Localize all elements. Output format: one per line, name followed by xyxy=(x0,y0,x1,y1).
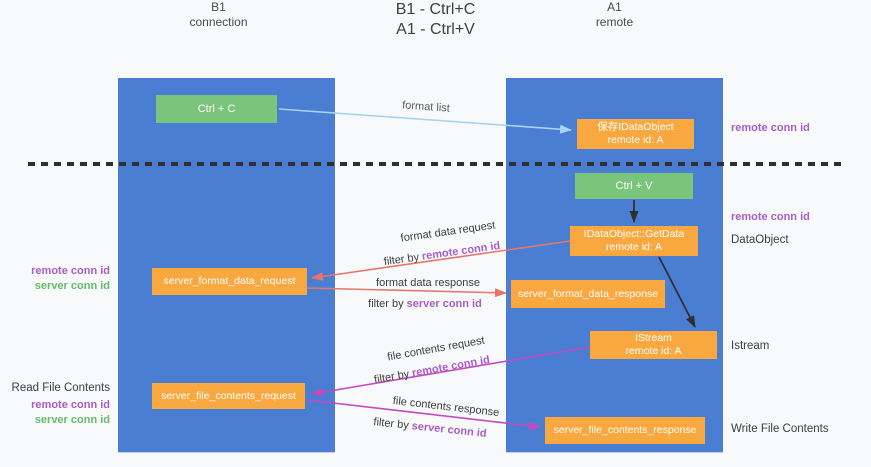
title-line-2: A1 - Ctrl+V xyxy=(396,21,475,38)
server-file-contents-request-label: server_file_contents_request xyxy=(161,389,296,402)
lifeline-b1-name: B1 xyxy=(211,0,226,14)
annotation-left-remote-conn-id-file: remote conn id xyxy=(31,399,110,411)
annotation-left-server-conn-id-file: server conn id xyxy=(34,414,110,426)
server-file-contents-response-box: server_file_contents_response xyxy=(545,417,705,444)
lifeline-a1-role: remote xyxy=(595,15,634,29)
filter-key-remote-conn-id: remote conn id xyxy=(421,239,501,263)
diagram-title: B1 - Ctrl+C A1 - Ctrl+V xyxy=(0,0,871,40)
server-file-contents-request-box: server_file_contents_request xyxy=(152,383,305,409)
file-contents-response-label: file contents response xyxy=(392,394,500,420)
istream-line2: remote id: A xyxy=(625,345,682,357)
filter-key-remote-conn-id: remote conn id xyxy=(411,353,491,380)
lifeline-a1-header: A1 remote xyxy=(506,0,723,30)
server-format-data-response-box: server_format_data_response xyxy=(511,280,665,308)
annotation-left-remote-conn-id-format: remote conn id xyxy=(31,265,110,277)
annotation-write-file-contents: Write File Contents xyxy=(731,423,829,435)
annotation-remote-conn-id-data-phase: remote conn id xyxy=(731,211,810,223)
phase-separator-line xyxy=(28,162,845,166)
idataobject-getdata-box: IDataObject::GetData remote id: A xyxy=(570,226,698,256)
annotation-dataobject: DataObject xyxy=(731,234,789,246)
annotation-remote-conn-id-format-phase: remote conn id xyxy=(731,122,810,134)
getdata-line1: IDataObject::GetData xyxy=(583,228,685,240)
format-data-response-label: format data response xyxy=(376,277,480,289)
save-dataobject-line2: remote id: A xyxy=(607,134,664,146)
lifeline-b1-header: B1 connection xyxy=(110,0,327,30)
ctrl-v-label: Ctrl + V xyxy=(615,179,653,192)
lifeline-b1-role: connection xyxy=(189,15,248,29)
filter-by-text: filter by xyxy=(372,416,410,432)
filter-by-text: filter by xyxy=(373,368,411,387)
istream-box: IStream remote id: A xyxy=(590,331,717,359)
save-dataobject-box: 保存IDataObject remote id: A xyxy=(577,119,694,149)
annotation-read-file-contents: Read File Contents xyxy=(11,382,110,394)
format-list-label: format list xyxy=(401,99,451,115)
filter-key-server-conn-id: server conn id xyxy=(411,420,488,440)
server-file-contents-response-label: server_file_contents_response xyxy=(553,424,697,436)
save-dataobject-line1: 保存IDataObject xyxy=(597,121,674,133)
ctrl-c-box: Ctrl + C xyxy=(156,95,277,123)
lifeline-a1-name: A1 xyxy=(607,0,622,14)
filter-by-text: filter by xyxy=(383,251,420,269)
ctrl-c-label: Ctrl + C xyxy=(197,102,236,115)
server-format-data-request-box: server_format_data_request xyxy=(152,268,307,295)
istream-line1: IStream xyxy=(635,332,672,344)
annotation-istream: Istream xyxy=(731,340,770,352)
annotation-left-server-conn-id-format: server conn id xyxy=(34,280,110,292)
title-line-1: B1 - Ctrl+C xyxy=(395,1,476,18)
filter-by-text: filter by xyxy=(368,298,404,310)
server-format-data-response-label: server_format_data_response xyxy=(517,287,659,300)
server-format-data-request-label: server_format_data_request xyxy=(163,275,296,287)
format-data-request-label: format data request xyxy=(399,219,497,245)
ctrl-v-box: Ctrl + V xyxy=(575,173,693,199)
getdata-line2: remote id: A xyxy=(605,241,663,253)
filter-key-server-conn-id: server conn id xyxy=(406,298,482,310)
